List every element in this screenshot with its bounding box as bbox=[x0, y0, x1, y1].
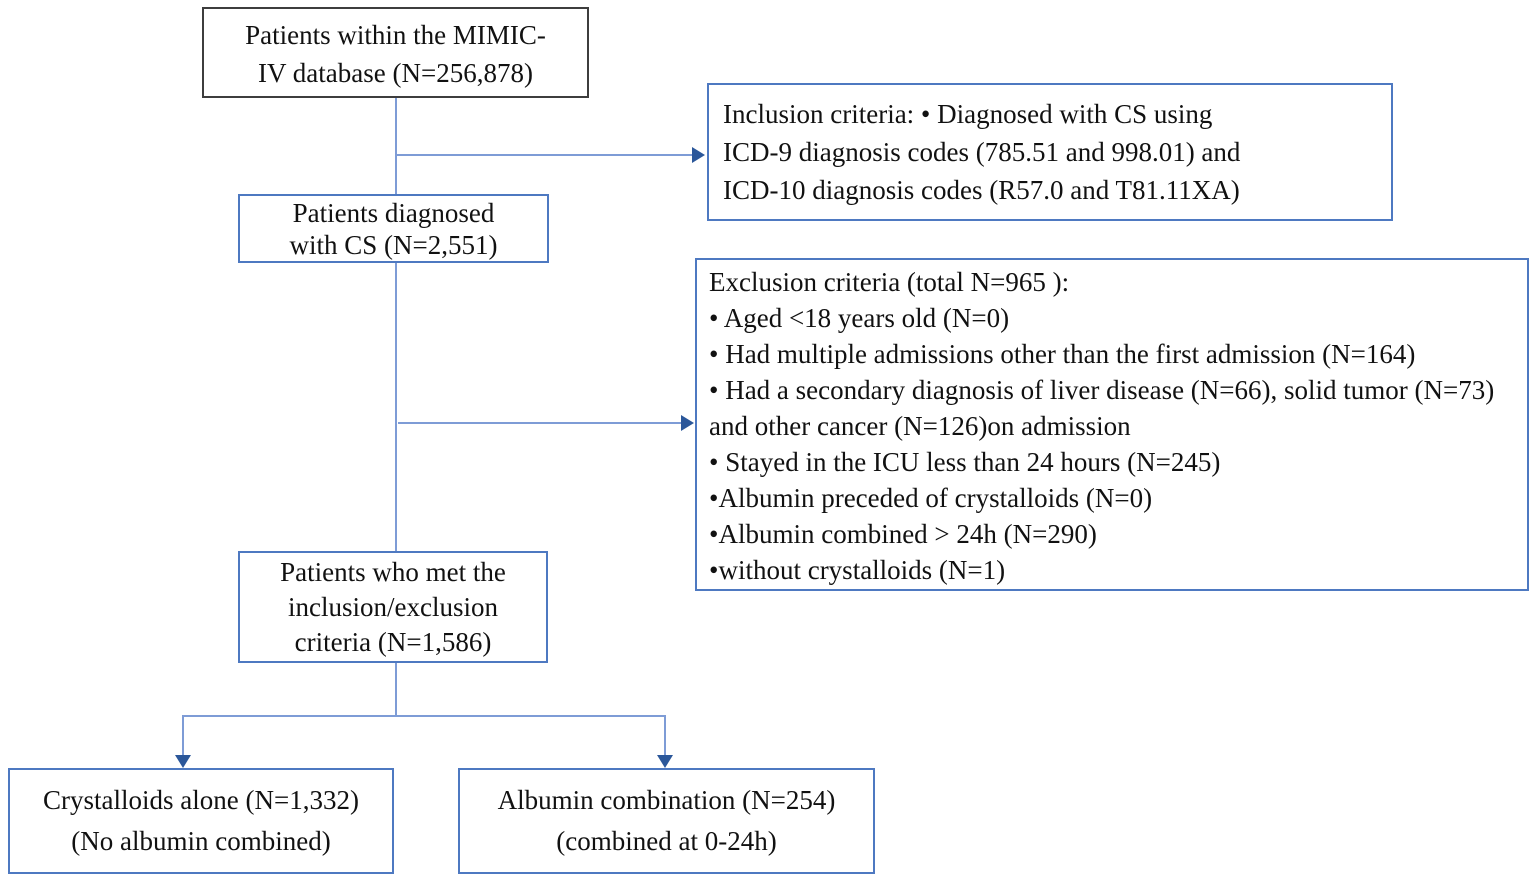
met-line-3: criteria (N=1,586) bbox=[294, 627, 492, 657]
box-met-criteria: Patients who met the inclusion/exclusion… bbox=[238, 551, 548, 663]
exclusion-item: • Stayed in the ICU less than 24 hours (… bbox=[709, 447, 1221, 477]
box-mimic-line-1: Patients within the MIMIC- bbox=[245, 20, 546, 50]
arrowhead-right-inclusion-icon bbox=[692, 147, 705, 163]
exclusion-item: •Albumin preceded of crystalloids (N=0) bbox=[709, 483, 1153, 513]
box-mimic-line-2: IV database (N=256,878) bbox=[258, 58, 533, 88]
connector-to-inclusion bbox=[396, 154, 692, 156]
diagnosed-line-1: Patients diagnosed bbox=[292, 198, 495, 228]
crystalloids-line-1: Crystalloids alone (N=1,332) bbox=[43, 785, 359, 815]
exclusion-title: Exclusion criteria (total N=965 ): bbox=[709, 267, 1070, 297]
connector-split-horizontal bbox=[182, 715, 666, 717]
box-inclusion-criteria: Inclusion criteria: • Diagnosed with CS … bbox=[707, 83, 1393, 221]
exclusion-item: •without crystalloids (N=1) bbox=[709, 555, 1006, 585]
diagnosed-line-2: with CS (N=2,551) bbox=[289, 230, 498, 260]
connector-down-left bbox=[182, 715, 184, 757]
albumin-line-1: Albumin combination (N=254) bbox=[497, 785, 836, 815]
box-mimic-database: Patients within the MIMIC- IV database (… bbox=[202, 7, 589, 98]
connector-met-to-split bbox=[395, 663, 397, 717]
exclusion-item: • Had a secondary diagnosis of liver dis… bbox=[709, 375, 1495, 441]
connector-diagnosed-to-met bbox=[395, 262, 397, 553]
inclusion-line-2: ICD-9 diagnosis codes (785.51 and 998.01… bbox=[723, 137, 1241, 167]
connector-to-exclusion bbox=[398, 422, 681, 424]
met-line-1: Patients who met the bbox=[280, 557, 506, 587]
arrowhead-right-exclusion-icon bbox=[681, 415, 694, 431]
connector-down-right bbox=[664, 715, 666, 757]
exclusion-item: • Had multiple admissions other than the… bbox=[709, 339, 1416, 369]
box-exclusion-criteria: Exclusion criteria (total N=965 ): • Age… bbox=[695, 258, 1529, 591]
met-line-2: inclusion/exclusion bbox=[288, 592, 498, 622]
connector-mimic-to-diagnosed bbox=[395, 97, 397, 196]
albumin-line-2: (combined at 0-24h) bbox=[556, 826, 777, 856]
inclusion-line-3: ICD-10 diagnosis codes (R57.0 and T81.11… bbox=[723, 175, 1240, 205]
crystalloids-line-2: (No albumin combined) bbox=[71, 826, 331, 856]
exclusion-item: • Aged <18 years old (N=0) bbox=[709, 303, 1010, 333]
exclusion-item: •Albumin combined > 24h (N=290) bbox=[709, 519, 1097, 549]
box-crystalloids-alone: Crystalloids alone (N=1,332) (No albumin… bbox=[8, 768, 394, 874]
box-albumin-combination: Albumin combination (N=254) (combined at… bbox=[458, 768, 875, 874]
arrowhead-down-crystalloids-icon bbox=[175, 755, 191, 768]
inclusion-line-1: Inclusion criteria: • Diagnosed with CS … bbox=[723, 99, 1213, 129]
arrowhead-down-albumin-icon bbox=[657, 755, 673, 768]
box-diagnosed-with-cs: Patients diagnosed with CS (N=2,551) bbox=[238, 194, 549, 263]
